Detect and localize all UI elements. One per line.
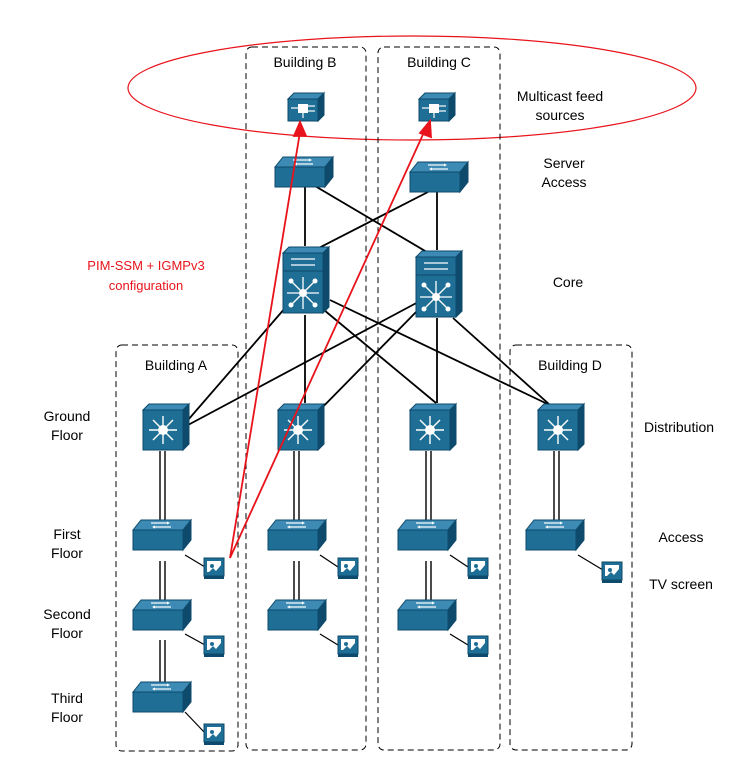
second-floor-label-2: Floor (51, 625, 83, 641)
building-b-box (245, 46, 367, 751)
access-switch-icon-a2 (132, 599, 192, 631)
tv-screen-icon-b2 (337, 635, 359, 658)
second-floor-label-1: Second (43, 606, 90, 622)
tv-screen-icon-c1 (467, 557, 489, 580)
tv-links (184, 554, 604, 734)
multicast-sources-ellipse (127, 35, 697, 141)
third-floor-label-2: Floor (51, 709, 83, 725)
distribution-label: Distribution (644, 419, 714, 435)
access-switch-icon-a3 (132, 681, 192, 713)
tv-screen-icon-d1 (601, 561, 623, 584)
ground-floor-label-2: Floor (51, 427, 83, 443)
building-c-box (377, 46, 501, 751)
building-d-label: Building D (538, 357, 602, 373)
access-switch-icon-d1 (525, 519, 585, 551)
tv-screen-label: TV screen (649, 576, 713, 592)
access-switch-icon-b1 (267, 519, 327, 551)
building-c-label: Building C (407, 54, 471, 70)
first-floor-label-2: Floor (51, 545, 83, 561)
first-floor-label-1: First (53, 526, 80, 542)
core-switch-icon-b (282, 246, 330, 314)
distribution-switch-icon-a (142, 403, 190, 451)
building-a-label: Building A (145, 357, 208, 373)
server-access-switch-icon-c (409, 161, 469, 193)
distribution-switch-icon-c (409, 403, 457, 451)
access-switch-icon-c2 (397, 599, 457, 631)
building-b-label: Building B (273, 54, 336, 70)
pim-ssm-annotation-1: PIM-SSM + IGMPv3 (87, 258, 204, 273)
server-access-label-1: Server (543, 155, 585, 171)
tv-screen-icon-b1 (337, 557, 359, 580)
multicast-sources-label-2: sources (535, 107, 584, 123)
stack-links (159, 451, 560, 682)
server-access-label-2: Access (541, 174, 586, 190)
multicast-server-icon-c (418, 92, 456, 122)
tv-screen-icon-c2 (467, 635, 489, 658)
tv-screen-icon-a2 (203, 635, 225, 658)
pim-ssm-join-paths (229, 118, 432, 559)
third-floor-label-1: Third (51, 690, 83, 706)
ground-floor-label-1: Ground (44, 408, 91, 424)
building-a-box (115, 344, 239, 752)
distribution-switch-icon-b (277, 403, 325, 451)
server-access-switch-icon-b (274, 156, 334, 188)
access-switch-icon-a1 (132, 519, 192, 551)
access-switch-icon-b2 (267, 599, 327, 631)
access-switch-icon-c1 (397, 519, 457, 551)
core-label: Core (553, 274, 584, 290)
core-switch-icon-c (415, 250, 463, 318)
building-d-box (509, 344, 633, 751)
multicast-sources-label-1: Multicast feed (517, 88, 603, 104)
tv-screen-icon-a1 (203, 557, 225, 580)
tv-screen-icon-a3 (203, 723, 225, 746)
multicast-server-icon-b (287, 92, 325, 122)
access-label: Access (658, 529, 703, 545)
pim-ssm-annotation-2: configuration (109, 278, 183, 293)
distribution-switch-icon-d (537, 403, 585, 451)
links (187, 185, 561, 426)
